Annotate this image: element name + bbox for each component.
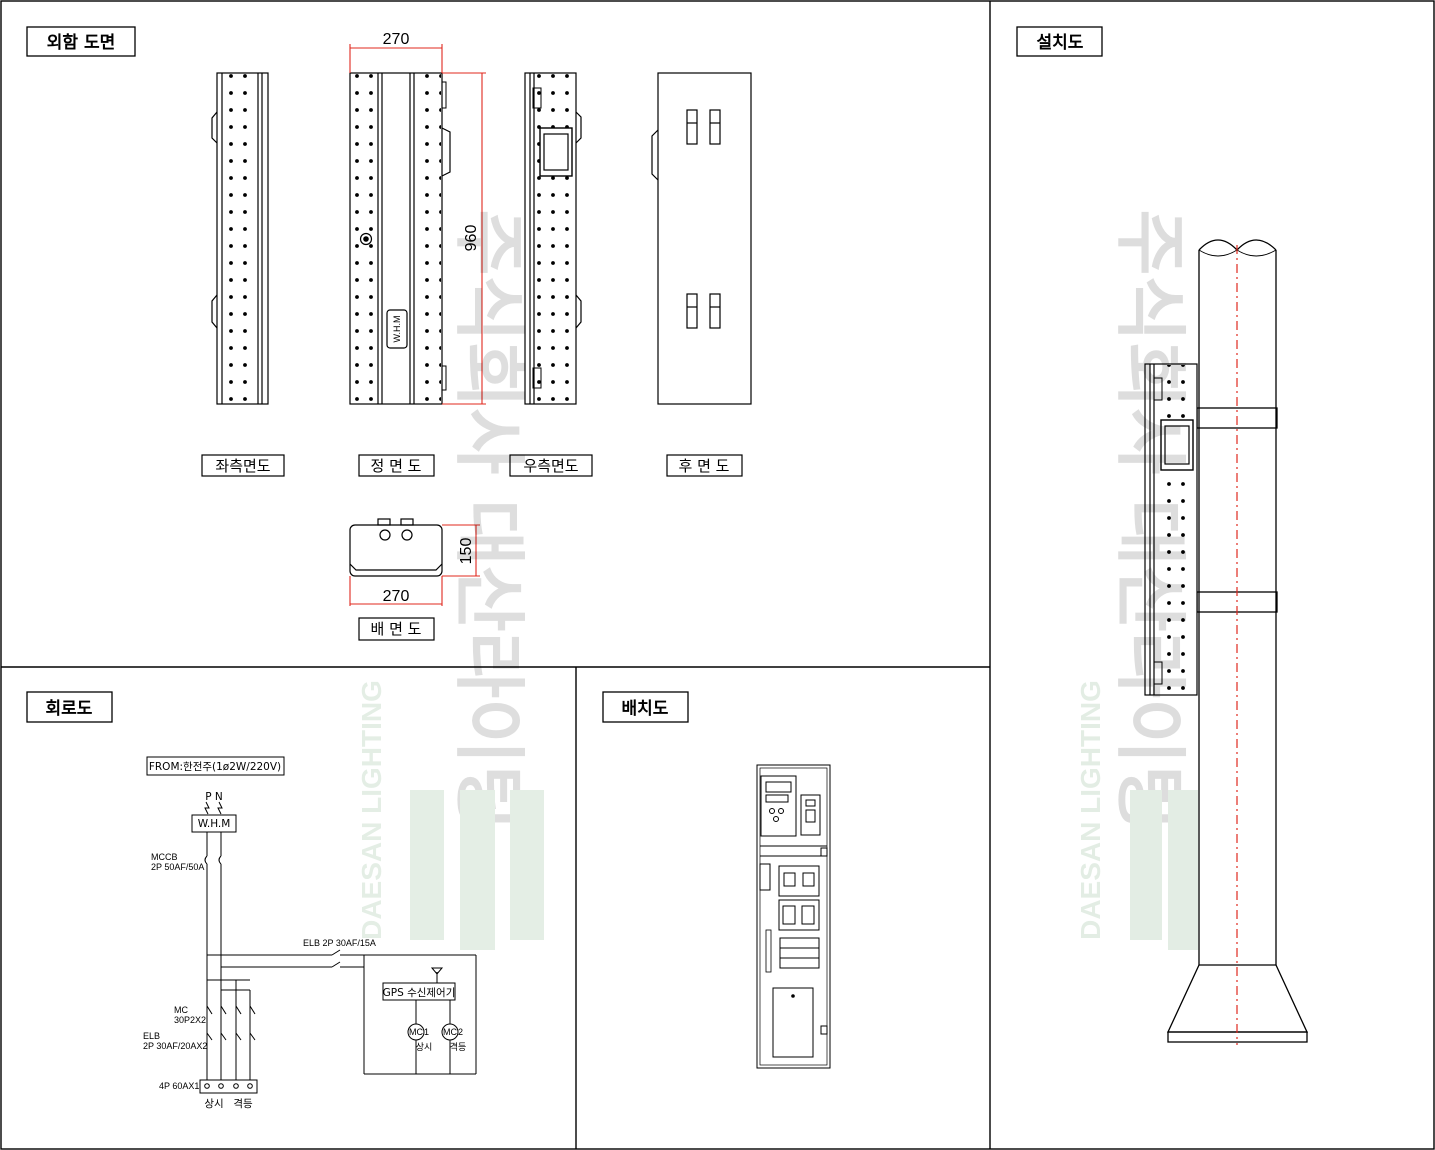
bottom-view-label: 배 면 도 <box>358 617 435 641</box>
left-side-view <box>211 72 269 405</box>
section-title-outline: 외함 도면 <box>26 26 136 57</box>
right-view-label: 우측면도 <box>509 454 593 477</box>
circuit-terminal: 4P 60AX1 <box>159 1081 199 1091</box>
svg-text:외함 도면: 외함 도면 <box>47 32 115 53</box>
rear-view <box>651 72 752 405</box>
circuit-elb-spec-1: ELB <box>143 1031 160 1041</box>
bottom-depth-dim: 150 <box>458 538 475 565</box>
svg-text:FROM:한전주(1ø2W/220V): FROM:한전주(1ø2W/220V) <box>149 761 281 773</box>
front-view <box>349 72 451 405</box>
circuit-whm: W.H.M <box>198 818 231 830</box>
svg-text:설치도: 설치도 <box>1037 33 1084 53</box>
circuit-gps: GPS 수신제어기 <box>383 987 456 999</box>
svg-text:주식회사 대산라이팅: 주식회사 대산라이팅 <box>1108 209 1192 830</box>
watermark-left: 주식회사 대산라이팅 DAESAN LIGHTING <box>356 209 544 950</box>
left-view-label: 좌측면도 <box>201 454 285 477</box>
bottom-width-dim: 270 <box>383 588 410 605</box>
svg-text:후 면 도: 후 면 도 <box>679 457 730 475</box>
svg-text:배치도: 배치도 <box>622 699 669 719</box>
circuit-phases: P N <box>205 791 223 803</box>
circuit-elb-spec-2: 2P 30AF/20AX2 <box>143 1041 207 1051</box>
circuit-mc1-name: 상시 <box>416 1042 433 1052</box>
svg-text:DAESAN LIGHTING: DAESAN LIGHTING <box>356 680 387 940</box>
circuit-mc1-label: MC <box>409 1027 423 1037</box>
rear-view-label: 후 면 도 <box>666 454 743 477</box>
section-title-circuit: 회로도 <box>26 691 113 723</box>
bottom-view <box>349 518 443 577</box>
svg-text:DAESAN LIGHTING: DAESAN LIGHTING <box>1075 680 1106 940</box>
circuit-mc-spec-1: MC <box>174 1005 188 1015</box>
circuit-mc2-name: 격등 <box>450 1041 467 1052</box>
layout-panel <box>756 764 831 1069</box>
bottom-dimension-lines <box>349 524 480 606</box>
circuit-out-1: 상시 <box>204 1098 223 1110</box>
svg-text:회로도: 회로도 <box>46 699 93 719</box>
front-width-dim: 270 <box>383 31 410 48</box>
circuit-out-2: 격등 <box>233 1097 253 1110</box>
circuit-mc2-num: 2 <box>458 1027 463 1037</box>
circuit-mc2-label: MC <box>443 1027 457 1037</box>
circuit-mccb-2: 2P 50AF/50A <box>151 862 204 872</box>
section-title-layout: 배치도 <box>602 691 689 723</box>
circuit-mccb-1: MCCB <box>151 852 178 862</box>
svg-text:좌측면도: 좌측면도 <box>215 457 270 475</box>
right-side-view <box>524 72 582 405</box>
front-dimension-lines <box>349 44 486 405</box>
svg-text:정 면 도: 정 면 도 <box>371 457 422 475</box>
front-whm-label: W.H.M <box>392 316 402 343</box>
circuit-elb-main: ELB 2P 30AF/15A <box>303 938 376 948</box>
circuit-lines <box>191 801 477 1094</box>
circuit-source-box: FROM:한전주(1ø2W/220V) <box>146 756 285 776</box>
circuit-mc-spec-2: 30P2X2 <box>174 1015 206 1025</box>
front-view-label: 정 면 도 <box>358 454 435 477</box>
svg-text:배 면 도: 배 면 도 <box>371 620 422 638</box>
circuit-mc1-num: 1 <box>424 1027 429 1037</box>
front-height-dim: 960 <box>463 225 480 252</box>
watermark-right: 주식회사 대산라이팅 DAESAN LIGHTING <box>1075 209 1198 950</box>
svg-text:우측면도: 우측면도 <box>523 457 578 475</box>
installed-cabinet <box>1144 363 1198 696</box>
svg-text:주식회사 대산라이팅: 주식회사 대산라이팅 <box>447 209 531 830</box>
section-title-install: 설치도 <box>1016 26 1103 57</box>
